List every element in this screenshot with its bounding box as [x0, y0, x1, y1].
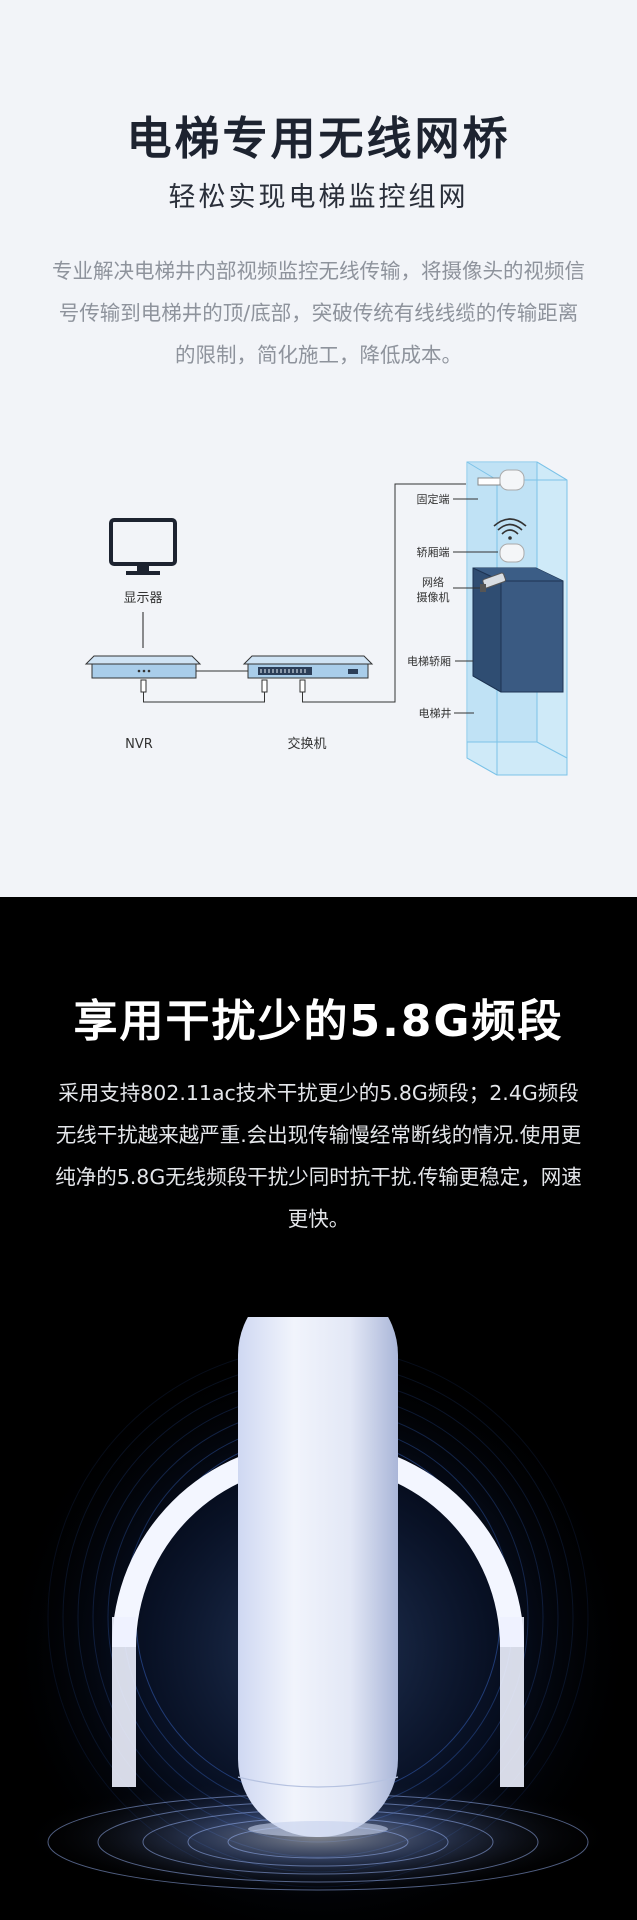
section-subtitle: 轻松实现电梯监控组网	[168, 182, 469, 213]
wireless-bridge-device-icon	[237, 1317, 399, 1837]
elevator-network-diagram: 显示器	[84, 461, 568, 776]
switch-device-icon	[242, 655, 374, 679]
fixed-end-label: 固定端	[417, 492, 450, 506]
car-end-label: 轿厢端	[417, 545, 450, 559]
5g-band-section: 享用干扰少的5.8G频段 采用支持802.11ac技术干扰更少的5.8G频段；2…	[0, 897, 637, 1920]
monitor-icon	[109, 518, 177, 575]
monitor-label: 显示器	[123, 591, 162, 606]
nvr-label: NVR	[125, 737, 153, 752]
section-title: 电梯专用无线网桥	[126, 112, 511, 165]
camera-label-line1: 网络	[422, 575, 444, 589]
bridge-product-illustration	[0, 1317, 637, 1920]
section-description: 专业解决电梯井内部视频监控无线传输，将摄像头的视频信号传输到电梯井的顶/底部，突…	[52, 259, 585, 367]
nvr-device-icon	[84, 655, 202, 679]
wifi-signal-icon	[493, 518, 527, 540]
elevator-car-icon	[472, 567, 564, 693]
camera-label-line2: 摄像机	[417, 590, 450, 604]
section-title: 享用干扰少的5.8G频段	[73, 996, 564, 1047]
glow-arc-icon	[112, 1441, 524, 1647]
cable-connectors	[140, 679, 306, 693]
section-description: 采用支持802.11ac技术干扰更少的5.8G频段；2.4G频段无线干扰越来越严…	[55, 1081, 582, 1231]
car-label: 电梯轿厢	[407, 654, 451, 668]
network-camera-icon	[480, 572, 506, 592]
switch-label: 交换机	[287, 736, 326, 752]
car-bridge-device-icon	[499, 543, 525, 563]
shaft-label: 电梯井	[419, 706, 452, 720]
elevator-bridge-section: 电梯专用无线网桥 轻松实现电梯监控组网 专业解决电梯井内部视频监控无线传输，将摄…	[0, 0, 637, 897]
fixed-bridge-device-icon	[477, 469, 525, 491]
